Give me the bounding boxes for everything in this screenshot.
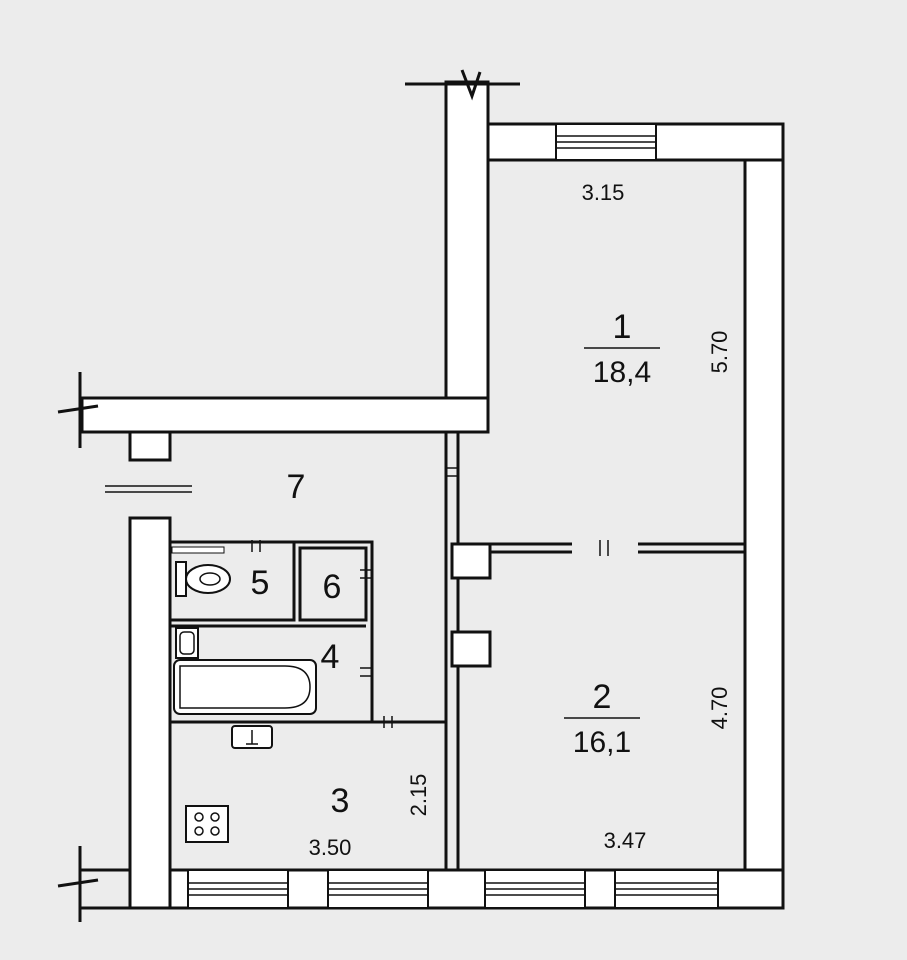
hall-north-wall <box>80 396 490 434</box>
west-exterior-wall <box>128 516 172 910</box>
room-3-number: 3 <box>331 782 350 820</box>
west-wall-stub <box>128 430 172 462</box>
pillar-1 <box>450 542 492 580</box>
room-4-number: 4 <box>321 638 340 676</box>
room-7-number: 7 <box>287 468 306 506</box>
room-2-width: 3.47 <box>604 828 647 853</box>
room-5-number: 5 <box>251 564 270 602</box>
bathtub-icon <box>173 659 317 715</box>
window-kitchen <box>187 869 289 909</box>
room-6-number: 6 <box>323 568 342 606</box>
washbasin-icon <box>175 627 199 659</box>
stove-icon <box>185 805 229 843</box>
pillar-2 <box>450 630 492 668</box>
window-room2 <box>484 869 586 909</box>
room-6-outline <box>298 546 368 622</box>
room-1-number: 1 <box>613 308 632 346</box>
room-1-area: 18,4 <box>593 356 651 389</box>
room-3-width: 3.50 <box>309 835 352 860</box>
break-mark-top <box>405 69 520 101</box>
room-2-area: 16,1 <box>573 726 631 759</box>
break-mark-left-upper <box>57 372 99 448</box>
stair-wall-vertical <box>444 80 490 434</box>
toilet-icon <box>175 561 231 597</box>
room-1-width: 3.15 <box>582 180 625 205</box>
room-2-length: 4.70 <box>707 687 732 730</box>
room-1-length: 5.70 <box>707 331 732 374</box>
kitchen-sink-icon <box>231 725 273 749</box>
window-kitchen-2 <box>327 869 429 909</box>
room-2-number: 2 <box>593 678 612 716</box>
room-3-length: 2.15 <box>406 774 431 817</box>
room-5-outline <box>168 540 296 622</box>
east-exterior-wall <box>743 122 785 910</box>
window-room2-2 <box>614 869 719 909</box>
